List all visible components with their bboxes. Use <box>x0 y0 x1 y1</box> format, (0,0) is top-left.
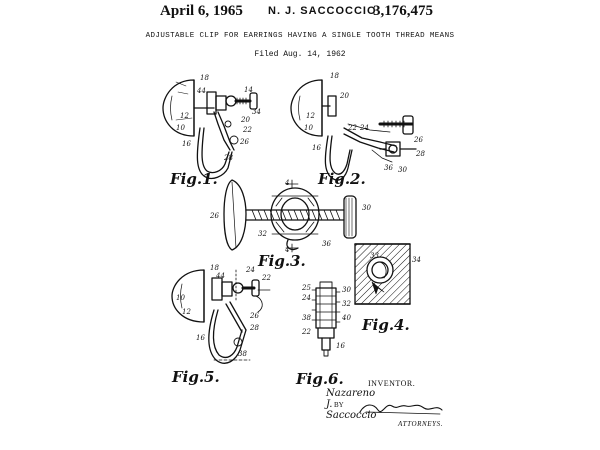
ref-numeral: 18 <box>330 72 339 80</box>
patent-number: 3,176,475 <box>373 3 433 19</box>
ref-numeral: 12 <box>182 308 191 316</box>
ref-numeral: 16 <box>312 144 321 152</box>
ref-numeral: 26 <box>413 136 423 144</box>
inventor-label: INVENTOR. <box>368 379 416 388</box>
by-label: BY <box>334 401 344 409</box>
figure-2-drawing <box>290 79 417 181</box>
ref-numeral: 10 <box>304 124 313 132</box>
ref-numeral: 10 <box>176 124 185 132</box>
ref-numeral: 16 <box>336 342 345 350</box>
figure-3-drawing <box>223 179 357 253</box>
figure-4-drawing <box>354 243 411 305</box>
patent-title: ADJUSTABLE CLIP FOR EARRINGS HAVING A SI… <box>145 32 455 40</box>
ref-numeral: 30 <box>398 166 407 174</box>
ref-numeral: 14 <box>244 86 253 94</box>
fig1-label: Fig.1. <box>169 170 218 188</box>
fig5-reference-numerals: 18 44 24 22 10 12 26 28 16 38 <box>176 264 271 358</box>
ref-numeral: 28 <box>249 324 259 332</box>
patent-date: April 6, 1965 <box>160 3 243 19</box>
ref-numeral: 18 <box>200 74 209 82</box>
ref-numeral: 20 <box>339 92 349 100</box>
figure-1-drawing <box>162 79 258 180</box>
ref-numeral: 16 <box>196 334 205 342</box>
ref-numeral: 44 <box>215 272 225 280</box>
fig6-label: Fig.6. <box>295 370 344 388</box>
filing-date: Filed Aug. 14, 1962 <box>254 50 346 59</box>
ref-numeral: 16 <box>182 140 191 148</box>
figure-6-drawing <box>311 281 341 357</box>
fig6-reference-numerals: 25 24 30 32 38 40 22 16 <box>301 284 351 350</box>
ref-numeral: 36 <box>322 240 331 248</box>
ref-numeral: 38 <box>238 350 247 358</box>
fig5-label: Fig.5. <box>171 368 220 386</box>
ref-numeral: 32 <box>342 300 351 308</box>
ref-numeral: 34 <box>252 108 261 116</box>
ref-numeral: 22 <box>301 328 311 336</box>
inventor-header: N. J. SACCOCCIO <box>268 5 377 17</box>
ref-numeral: 20 <box>240 116 250 124</box>
fig2-reference-numerals: 18 20 12 10 16 22 24 26 28 36 30 <box>304 72 425 174</box>
attorneys-label: ATTORNEYS. <box>398 420 444 428</box>
ref-numeral: 30 <box>342 286 351 294</box>
fig1-reference-numerals: 18 44 14 34 12 20 10 22 16 26 28 <box>176 74 261 162</box>
ref-numeral: 40 <box>341 314 351 322</box>
ref-numeral: 33 <box>370 252 379 260</box>
ref-numeral: 4 <box>284 179 289 187</box>
ref-numeral: 22 <box>242 126 252 134</box>
ref-numeral: 30 <box>362 204 371 212</box>
ref-numeral: 10 <box>176 294 185 302</box>
ref-numeral: 22 <box>261 274 271 282</box>
ref-numeral: 26 <box>239 138 249 146</box>
fig3-label: Fig.3. <box>257 252 306 270</box>
fig4-label: Fig.4. <box>361 316 410 334</box>
ref-numeral: 26 <box>209 212 219 220</box>
ref-numeral: 4 <box>284 246 289 254</box>
ref-numeral: 38 <box>302 314 311 322</box>
ref-numeral: 34 <box>412 256 421 264</box>
attorney-signature <box>359 404 443 413</box>
ref-numeral: 44 <box>196 87 206 95</box>
ref-numeral: 32 <box>258 230 267 238</box>
ref-numeral: 24 <box>245 266 255 274</box>
figure-5-drawing <box>171 269 271 364</box>
fig3-reference-numerals: 26 4 30 32 36 4 <box>209 179 371 254</box>
ref-numeral: 12 <box>306 112 315 120</box>
ref-numeral: 24 <box>359 124 369 132</box>
ref-numeral: 28 <box>223 154 233 162</box>
ref-numeral: 12 <box>180 112 189 120</box>
ref-numeral: 24 <box>301 294 311 302</box>
ref-numeral: 26 <box>249 312 259 320</box>
ref-numeral: 36 <box>384 164 393 172</box>
fig2-label: Fig.2. <box>317 170 366 188</box>
inventor-name: Nazareno J. Saccoccio <box>326 388 377 421</box>
fig4-reference-numerals: 33 34 <box>370 252 421 264</box>
ref-numeral: 28 <box>415 150 425 158</box>
ref-numeral: 18 <box>210 264 219 272</box>
ref-numeral: 22 <box>347 124 357 132</box>
ref-numeral: 25 <box>301 284 311 292</box>
